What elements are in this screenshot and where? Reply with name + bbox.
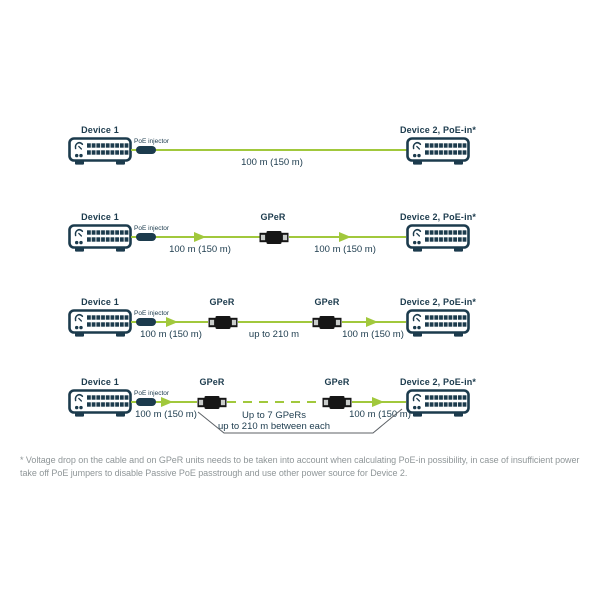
cable-length-label: 100 m (150 m) (140, 329, 202, 340)
gper-repeater-unit-icon (322, 395, 352, 415)
cable-length-label: 100 m (150 m) (241, 157, 303, 168)
gper-repeater-unit-icon (259, 230, 289, 250)
poe-injector-label: PoE injector (134, 310, 170, 317)
cable-length-label: 100 m (150 m) (349, 409, 411, 420)
network-router-device-icon (68, 309, 132, 344)
gper-label: GPeR (260, 212, 286, 222)
cable-length-label: 100 m (150 m) (135, 409, 197, 420)
device1-label: Device 1 (81, 377, 119, 387)
gper-label: GPeR (324, 377, 350, 387)
cable-line (238, 321, 312, 323)
poe-injector-icon (136, 233, 156, 241)
gper-label: GPeR (314, 297, 340, 307)
cable-length-label: 100 m (150 m) (314, 244, 376, 255)
network-router-device-icon (406, 389, 470, 424)
network-router-device-icon (68, 389, 132, 424)
network-router-device-icon (406, 309, 470, 344)
device2-label: Device 2, PoE-in* (399, 125, 477, 135)
device2-label: Device 2, PoE-in* (399, 377, 477, 387)
flow-direction-arrow-icon (161, 397, 173, 407)
cable-length-label: 100 m (150 m) (342, 329, 404, 340)
network-router-device-icon (406, 224, 470, 259)
gper-repeater-unit-icon (208, 315, 238, 335)
cable-length-label: up to 210 m (248, 329, 300, 340)
dashed-cable-line (227, 401, 322, 403)
poe-injector-icon (136, 318, 156, 326)
device1-label: Device 1 (81, 212, 119, 222)
chain-note-line1: Up to 7 GPeRs (242, 410, 306, 421)
footnote: * Voltage drop on the cable and on GPeR … (20, 455, 580, 478)
gper-label: GPeR (199, 377, 225, 387)
poe-injector-label: PoE injector (134, 390, 170, 397)
poe-injector-label: PoE injector (134, 138, 170, 145)
poe-injector-icon (136, 398, 156, 406)
device1-label: Device 1 (81, 125, 119, 135)
network-router-device-icon (68, 224, 132, 259)
gper-label: GPeR (209, 297, 235, 307)
flow-direction-arrow-icon (339, 232, 351, 242)
device1-label: Device 1 (81, 297, 119, 307)
device2-label: Device 2, PoE-in* (399, 297, 477, 307)
poe-injector-icon (136, 146, 156, 154)
poe-injector-label: PoE injector (134, 225, 170, 232)
flow-direction-arrow-icon (372, 397, 384, 407)
network-router-device-icon (406, 137, 470, 172)
cable-length-label: 100 m (150 m) (169, 244, 231, 255)
flow-direction-arrow-icon (194, 232, 206, 242)
chain-note-line2: up to 210 m between each (218, 421, 330, 432)
flow-direction-arrow-icon (166, 317, 178, 327)
gper-repeater-unit-icon (197, 395, 227, 415)
gper-repeater-unit-icon (312, 315, 342, 335)
network-router-device-icon (68, 137, 132, 172)
cable-line (131, 149, 407, 151)
flow-direction-arrow-icon (366, 317, 378, 327)
gper-range-leader-lines (197, 408, 403, 434)
device2-label: Device 2, PoE-in* (399, 212, 477, 222)
